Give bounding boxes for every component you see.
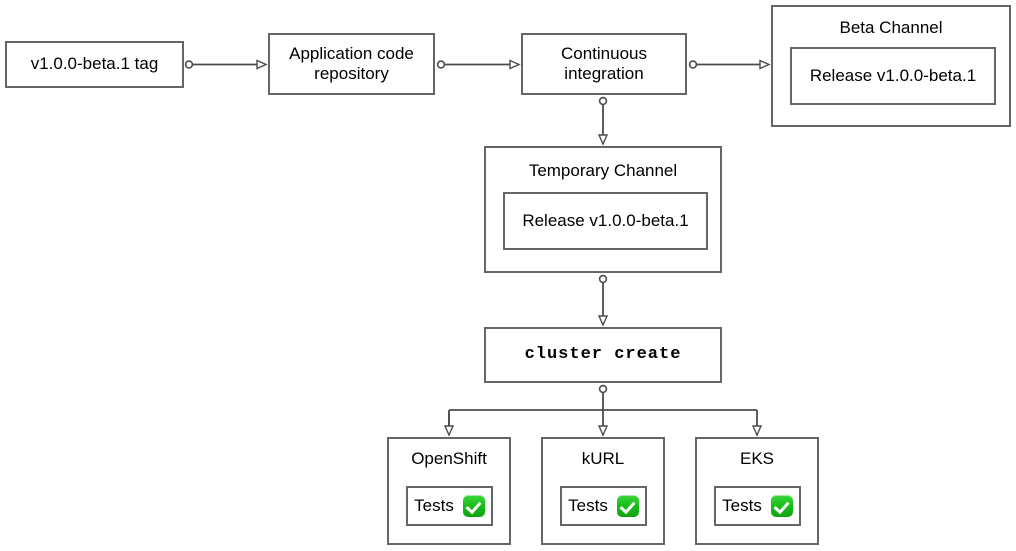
node-beta-channel-release-label: Release v1.0.0-beta.1: [809, 66, 977, 85]
node-eks-title: EKS: [739, 449, 775, 468]
node-openshift-tests-label: Tests: [414, 496, 454, 515]
node-temporary-channel-release-label: Release v1.0.0-beta.1: [522, 211, 689, 230]
node-beta-channel-release[interactable]: Release v1.0.0-beta.1: [790, 47, 996, 105]
node-beta-channel-title: Beta Channel: [839, 18, 943, 37]
node-kurl-tests[interactable]: Tests: [560, 486, 647, 526]
node-continuous-integration[interactable]: Continuous integration: [521, 33, 687, 95]
edge-source-dot-tag-repo: [184, 60, 194, 69]
node-openshift-tests[interactable]: Tests: [406, 486, 493, 526]
node-eks-tests-label: Tests: [722, 496, 762, 515]
node-beta-channel[interactable]: Beta Channel Release v1.0.0-beta.1: [771, 5, 1011, 127]
node-temporary-channel-title: Temporary Channel: [528, 161, 678, 180]
check-mark-button-icon: [616, 495, 639, 517]
node-kurl[interactable]: kURL Tests: [541, 437, 665, 545]
node-temporary-channel-release[interactable]: Release v1.0.0-beta.1: [503, 192, 708, 250]
node-application-code-repository-label: Application code repository: [289, 43, 414, 83]
node-temporary-channel[interactable]: Temporary Channel Release v1.0.0-beta.1: [484, 146, 722, 273]
node-kurl-tests-label: Tests: [568, 496, 608, 515]
edge-cluster-create-branch-bus: [448, 392, 757, 435]
node-cluster-create[interactable]: cluster create: [484, 327, 722, 383]
edge-source-dot-cluster-branch: [598, 384, 608, 394]
node-openshift[interactable]: OpenShift Tests: [387, 437, 511, 545]
node-version-tag[interactable]: v1.0.0-beta.1 tag: [5, 41, 184, 88]
edge-source-dot-repo-ci: [436, 60, 446, 69]
check-mark-button-icon: [770, 495, 793, 517]
check-mark-button-icon: [462, 495, 485, 517]
node-version-tag-label: v1.0.0-beta.1 tag: [30, 54, 159, 74]
node-continuous-integration-label: Continuous integration: [560, 43, 647, 83]
node-cluster-create-label: cluster create: [524, 344, 682, 364]
node-eks[interactable]: EKS Tests: [695, 437, 819, 545]
node-openshift-title: OpenShift: [411, 449, 487, 468]
node-kurl-title: kURL: [581, 449, 625, 468]
edge-source-dot-ci-temp: [598, 96, 608, 106]
edge-source-dot-temp-cluster: [598, 274, 608, 284]
edge-source-dot-ci-beta: [688, 60, 698, 69]
node-eks-tests[interactable]: Tests: [714, 486, 801, 526]
node-application-code-repository[interactable]: Application code repository: [268, 33, 435, 95]
